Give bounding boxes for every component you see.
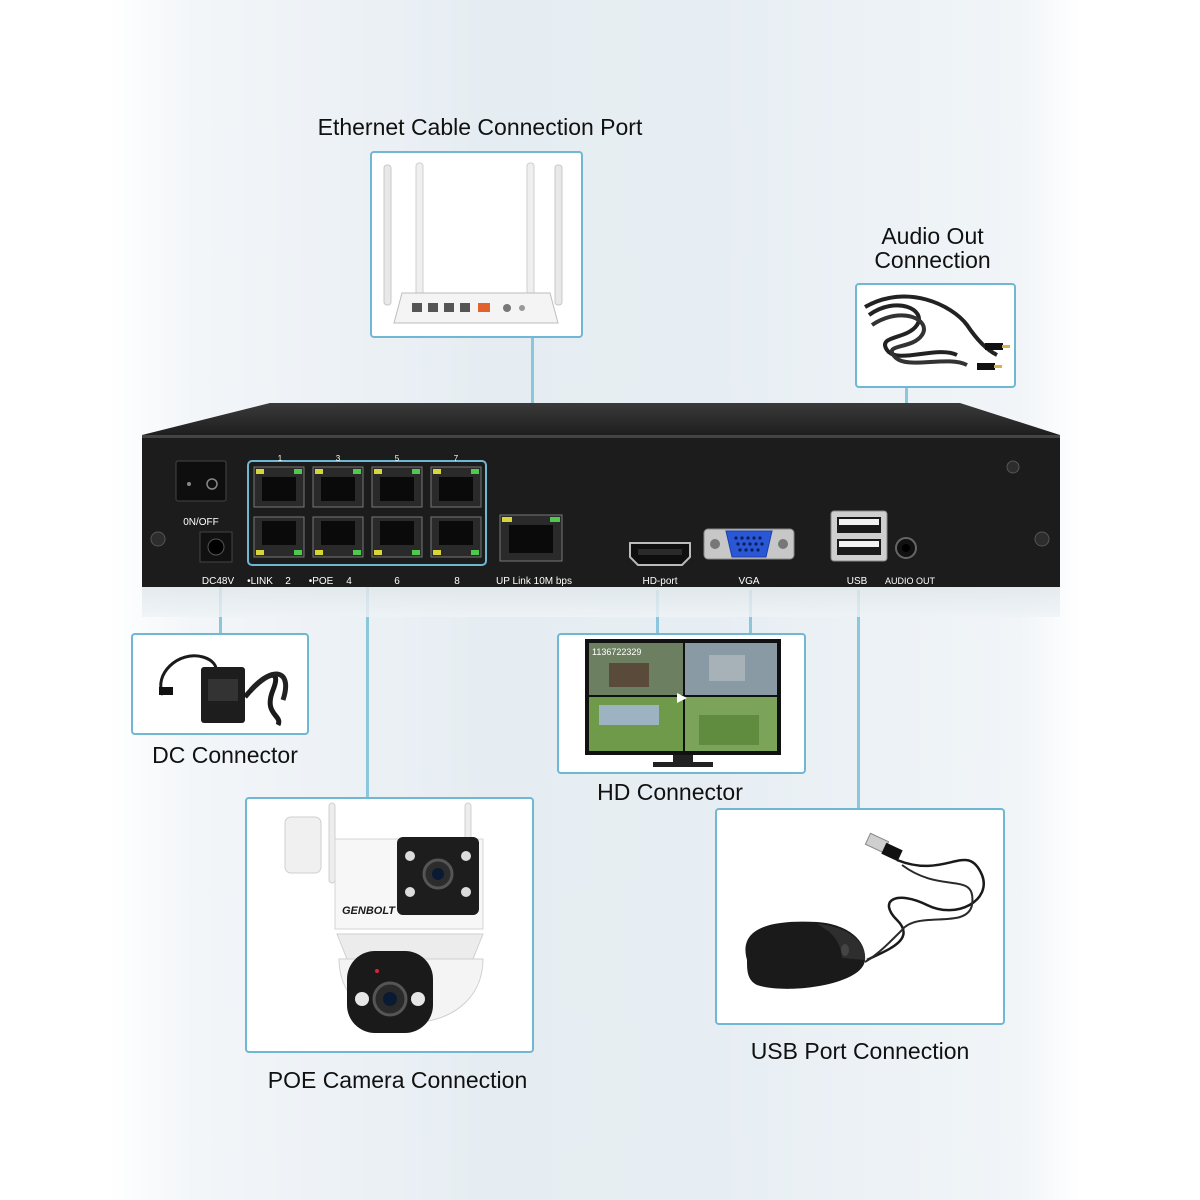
monitor-channel-id: 1136722329 (592, 647, 641, 657)
dc-adapter-box (131, 633, 309, 735)
hd-connector-label: HD Connector (597, 779, 743, 805)
audio-out-label-line1: Audio Out (881, 223, 984, 249)
hd-port[interactable] (629, 542, 691, 566)
uplink-port[interactable] (499, 514, 563, 562)
monitor-box: 1136722329 (557, 633, 806, 774)
legend-port-2: 2 (285, 576, 291, 587)
nvr-device: 0N/OFF DC48V 1 3 5 7 (142, 403, 1060, 617)
vga-label: VGA (738, 576, 759, 587)
poe-camera-label: POE Camera Connection (267, 1067, 528, 1093)
port-number-7: 7 (454, 454, 459, 463)
legend-port-4: 4 (346, 576, 352, 587)
port-number-5: 5 (395, 454, 400, 463)
hd-port-label: HD-port (642, 576, 677, 587)
usb-label: USB (847, 576, 868, 587)
usb-port-label: USB Port Connection (750, 1038, 970, 1064)
dc-connector-label: DC Connector (152, 742, 298, 768)
usb-ports[interactable] (830, 510, 888, 562)
poe-connector-line (366, 567, 369, 799)
legend-port-6: 6 (394, 576, 400, 587)
audio-cable-box (855, 283, 1016, 388)
vga-port[interactable] (703, 528, 795, 560)
ethernet-label: Ethernet Cable Connection Port (317, 114, 643, 140)
audio-out-label-line2: Connection (874, 247, 991, 273)
power-switch-label: 0N/OFF (183, 517, 219, 528)
port-number-3: 3 (336, 454, 341, 463)
poe-port-4[interactable] (312, 516, 364, 558)
router-box (370, 151, 583, 338)
power-switch[interactable] (175, 460, 227, 502)
uplink-label: UP Link 10M bps (496, 576, 572, 587)
router-icon (383, 162, 563, 324)
dc-port-label: DC48V (202, 576, 235, 587)
power-adapter-icon (159, 654, 289, 727)
poe-port-3[interactable] (312, 466, 364, 508)
legend-link: •LINK (247, 576, 273, 587)
audio-out-jack[interactable] (895, 537, 917, 559)
poe-camera-box: GENBOLT (245, 797, 534, 1053)
legend-poe: •POE (309, 576, 334, 587)
monitor-icon: 1136722329 (585, 639, 781, 767)
ptz-camera-icon: GENBOLT (284, 802, 484, 1033)
poe-port-1[interactable] (253, 466, 305, 508)
usb-connector-line (857, 590, 860, 810)
camera-brand: GENBOLT (342, 905, 396, 917)
poe-port-2[interactable] (253, 516, 305, 558)
port-number-1: 1 (278, 454, 283, 463)
usb-mouse-box (715, 808, 1005, 1025)
poe-port-5[interactable] (371, 466, 423, 508)
poe-port-8[interactable] (430, 516, 482, 558)
audio-out-label: AUDIO OUT (885, 576, 936, 586)
legend-port-8: 8 (454, 576, 460, 587)
poe-port-7[interactable] (430, 466, 482, 508)
poe-port-6[interactable] (371, 516, 423, 558)
audio-cable-icon (864, 294, 1010, 370)
usb-mouse-icon (745, 832, 985, 989)
